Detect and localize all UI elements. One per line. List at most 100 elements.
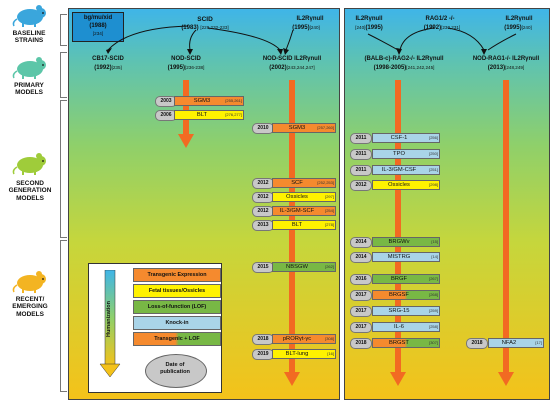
entry-ref: [254] — [325, 208, 334, 213]
mouse-icon — [12, 57, 46, 79]
year-pill: 2017 — [350, 322, 372, 333]
il2r-left-ref: [240] — [309, 25, 320, 30]
entry-ref: [16] — [327, 351, 334, 356]
il2r-left-year-text: (1995) — [292, 25, 310, 31]
entry-srg15: SRG-15[259] — [372, 306, 440, 316]
year-pill: 2012 — [252, 178, 274, 189]
year-pill: 2011 — [350, 149, 372, 160]
entry-label: BRGST — [389, 340, 409, 346]
entry-il3-gm-csf: IL-3/GM-CSF [251] — [372, 165, 440, 175]
nod-scid-ref: [236-238] — [184, 65, 205, 70]
nod-scid-il2r-name: NOD-SCID IL2Rγnull — [262, 56, 322, 62]
nod-scid-year-text: (1995) — [167, 65, 185, 71]
entry-ref: [268] — [429, 292, 438, 297]
il2r-b-name: IL2Rγnull — [505, 16, 533, 22]
balb-year: (1998-2005)[241,242,245] — [352, 65, 456, 72]
entry-label: Ossicles — [388, 182, 410, 188]
entry-scf: SCF [252,253] — [272, 178, 336, 188]
entry-ref: [258] — [429, 324, 438, 329]
bg-mu-xid-box: bg/mu/xid (1988) [234] — [72, 12, 124, 42]
entry-ref: [255,261] — [225, 98, 242, 103]
il2r-a-year: [240](1995) — [344, 25, 394, 32]
entry-label: BRGF — [390, 276, 408, 282]
nod-rag-year: (2013)[248,249] — [470, 65, 542, 72]
entry-ref: [252,253] — [317, 180, 334, 185]
bracket-baseline — [60, 14, 67, 46]
entry-blt-lung: BLT-lung [16] — [272, 349, 336, 359]
entry-label: NBSGW — [286, 264, 308, 270]
entry-brgst: BRGST [307] — [372, 338, 440, 348]
nod-scid-name: NOD-SCID — [171, 56, 201, 62]
legend-item-fetal: Fetal tissues/Ossicles — [133, 284, 221, 298]
bracket-second — [60, 100, 67, 238]
entry-label: TPO — [393, 151, 405, 157]
nod-rag-ref: [248,249] — [505, 65, 525, 70]
entry-ref: [262] — [325, 264, 334, 269]
year-pill: 2018 — [252, 334, 274, 345]
year-pill: 2017 — [350, 306, 372, 317]
entry-label: SGM3 — [193, 98, 211, 104]
entry-ref: [251] — [429, 167, 438, 172]
entry-label: Ossicles — [286, 194, 308, 200]
entry-label: BLT — [196, 112, 208, 118]
balb-name: (BALB-c)-RAG2-/- IL2Rγnull — [364, 56, 444, 62]
entry-label: NFA2 — [501, 340, 517, 346]
entry-label: IL-3/GM-CSF — [381, 167, 417, 173]
entry-label: BRGSF — [389, 292, 409, 298]
balb-ref: [241,242,245] — [406, 65, 435, 70]
entry-blt: BLT [276,277] — [174, 110, 244, 120]
balb-year-text: (1998-2005) — [373, 65, 407, 71]
legend-date-label: Date of publication — [160, 362, 190, 375]
bg-mu-xid-name: bg/mu/xid — [83, 15, 113, 21]
side-label-primary: PRIMARY MODELS — [14, 82, 44, 97]
legend-date-ellipse — [145, 354, 207, 388]
mouse-icon — [12, 5, 46, 27]
bg-mu-xid-ref: [234] — [92, 31, 104, 36]
il2r-b-ref: [240] — [521, 25, 532, 30]
bracket-primary — [60, 52, 67, 98]
il2r-left-year: (1995)[240] — [276, 25, 336, 32]
entry-ossicles-r: Ossicles [298] — [372, 180, 440, 190]
year-pill: 2018 — [466, 338, 488, 349]
nod-rag-arrow-shaft — [503, 80, 509, 373]
entry-ref: [276,277] — [225, 112, 242, 117]
nod-scid-il2r-year: (2002)[243,244,247] — [248, 65, 336, 72]
entry-ref: [15] — [431, 239, 438, 244]
balb-arrow-head — [390, 372, 406, 386]
entry-ref: [267] — [429, 276, 438, 281]
mouse-icon — [12, 153, 46, 175]
entry-label: SGM3 — [288, 125, 306, 131]
scid-year: (1983) [229,232-233] — [160, 25, 250, 32]
entry-il3-gm-scf: IL-3/GM-SCF [254] — [272, 206, 336, 216]
entry-ref: [250] — [429, 151, 438, 156]
right-connectors — [367, 27, 517, 55]
entry-il6: IL-6[258] — [372, 322, 440, 332]
entry-label: MISTRG — [387, 254, 411, 260]
humanization-label: Humanization — [106, 300, 112, 338]
entry-ref: [17] — [535, 340, 542, 345]
entry-label: CSF-1 — [390, 135, 408, 141]
legend-item-transgenic-lof: Transgenic + LOF — [133, 332, 221, 346]
entry-mistrg: MISTRG [14] — [372, 252, 440, 262]
nod-rag-arrow-head — [498, 372, 514, 386]
entry-ref: [14] — [431, 254, 438, 259]
nod-rag-year-text: (2013) — [487, 65, 506, 71]
year-pill: 2010 — [252, 123, 274, 134]
entry-label: IL-3/GM-SCF — [279, 208, 315, 214]
year-pill: 2019 — [252, 349, 274, 360]
year-pill: 2013 — [252, 220, 274, 231]
entry-label: BLT-lung — [285, 351, 309, 357]
cb17-year: (1992)[235] — [80, 65, 136, 72]
entry-label: SCF — [291, 180, 303, 186]
il2r-a-year-text: (1995) — [365, 25, 383, 31]
scid-year-text: (1983) — [181, 25, 199, 31]
entry-tpo: TPO [250] — [372, 149, 440, 159]
entry-ref: [298] — [429, 182, 438, 187]
cb17-year-text: (1992) — [94, 65, 112, 71]
bg-mu-xid-year: (1988) — [89, 23, 107, 29]
nod-scid-il2r-arrow-head — [284, 372, 300, 386]
side-label-baseline: BASELINE STRAINS — [12, 30, 46, 45]
rag-name: RAG1/2 -/- — [425, 16, 455, 22]
entry-ref: [259] — [429, 308, 438, 313]
entry-ref: [307] — [429, 340, 438, 345]
